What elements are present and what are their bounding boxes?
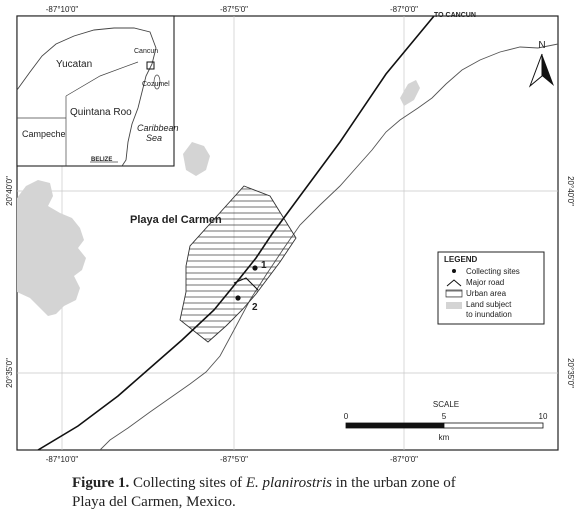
coord-top-1: -87°10'0" bbox=[46, 5, 79, 14]
legend: LEGEND Collecting sites Major road Urban… bbox=[437, 251, 545, 325]
caption-line-2: Playa del Carmen, Mexico. bbox=[72, 494, 236, 510]
north-label: N bbox=[538, 40, 545, 51]
coord-left-1: 20°40'0" bbox=[5, 176, 14, 206]
legend-inundation-symbol bbox=[446, 302, 462, 309]
legend-urban-label: Urban area bbox=[466, 289, 507, 298]
site-1-label: 1 bbox=[261, 260, 267, 271]
scale-tick-10: 10 bbox=[539, 412, 548, 421]
inset-label-campeche: Campeche bbox=[22, 129, 66, 139]
site-2-label: 2 bbox=[252, 302, 258, 313]
coord-top-3: -87°0'0" bbox=[390, 5, 418, 14]
caption-text-b: in the urban zone of bbox=[335, 475, 456, 491]
legend-road-label: Major road bbox=[466, 278, 504, 287]
inset-label-caribbean: Caribbean bbox=[137, 123, 179, 133]
coord-bottom-2: -87°5'0" bbox=[220, 455, 248, 464]
road-label: TO CANCUN bbox=[434, 12, 476, 19]
coastline bbox=[99, 43, 558, 450]
legend-site-symbol bbox=[452, 269, 456, 273]
caption-figure-number: Figure 1. bbox=[72, 475, 130, 491]
coord-bottom-3: -87°0'0" bbox=[390, 455, 418, 464]
legend-sites-label: Collecting sites bbox=[466, 267, 520, 276]
urban-area bbox=[179, 185, 297, 343]
caption-text-a: Collecting sites of bbox=[132, 475, 243, 491]
inset-label-sea: Sea bbox=[146, 133, 162, 143]
inset-label-quintana-roo: Quintana Roo bbox=[70, 107, 132, 118]
figure-caption: Figure 1. Collecting sites of E. planiro… bbox=[72, 474, 572, 512]
collecting-site-2 bbox=[235, 295, 241, 301]
legend-inundation-label-1: Land subject bbox=[466, 300, 512, 309]
legend-road-symbol bbox=[446, 279, 462, 287]
inset-label-cancun: Cancun bbox=[134, 48, 158, 55]
coord-bottom-1: -87°10'0" bbox=[46, 455, 79, 464]
inset-label-cozumel: Cozumel bbox=[142, 81, 170, 88]
legend-urban-symbol bbox=[445, 289, 463, 298]
scale-tick-0: 0 bbox=[344, 412, 349, 421]
inset-label-belize: BELIZE bbox=[91, 157, 112, 163]
coord-top-2: -87°5'0" bbox=[220, 5, 248, 14]
coord-right-1: 20°40'0" bbox=[566, 176, 575, 206]
inset-map: Yucatan Cancun Cozumel Quintana Roo Cari… bbox=[16, 15, 179, 167]
scale-title: SCALE bbox=[433, 400, 459, 409]
scale-unit: km bbox=[439, 433, 450, 442]
major-road bbox=[37, 16, 435, 450]
collecting-site-1 bbox=[252, 265, 258, 271]
legend-inundation-label-2: to inundation bbox=[466, 310, 512, 319]
coord-right-2: 20°35'0" bbox=[566, 358, 575, 388]
legend-title: LEGEND bbox=[444, 255, 478, 264]
inundation-areas bbox=[17, 80, 420, 316]
scale-bar: SCALE 0 5 10 km bbox=[344, 400, 548, 442]
map: TO CANCUN -87°10'0" -87°5'0" -87°0'0" -8… bbox=[5, 5, 575, 464]
caption-species: E. planirostris bbox=[245, 475, 333, 491]
city-label: Playa del Carmen bbox=[130, 214, 222, 226]
north-arrow-icon bbox=[528, 53, 554, 88]
inset-label-yucatan: Yucatan bbox=[56, 59, 92, 70]
scale-tick-5: 5 bbox=[442, 412, 447, 421]
road-branch bbox=[233, 277, 259, 291]
coord-left-2: 20°35'0" bbox=[5, 358, 14, 388]
